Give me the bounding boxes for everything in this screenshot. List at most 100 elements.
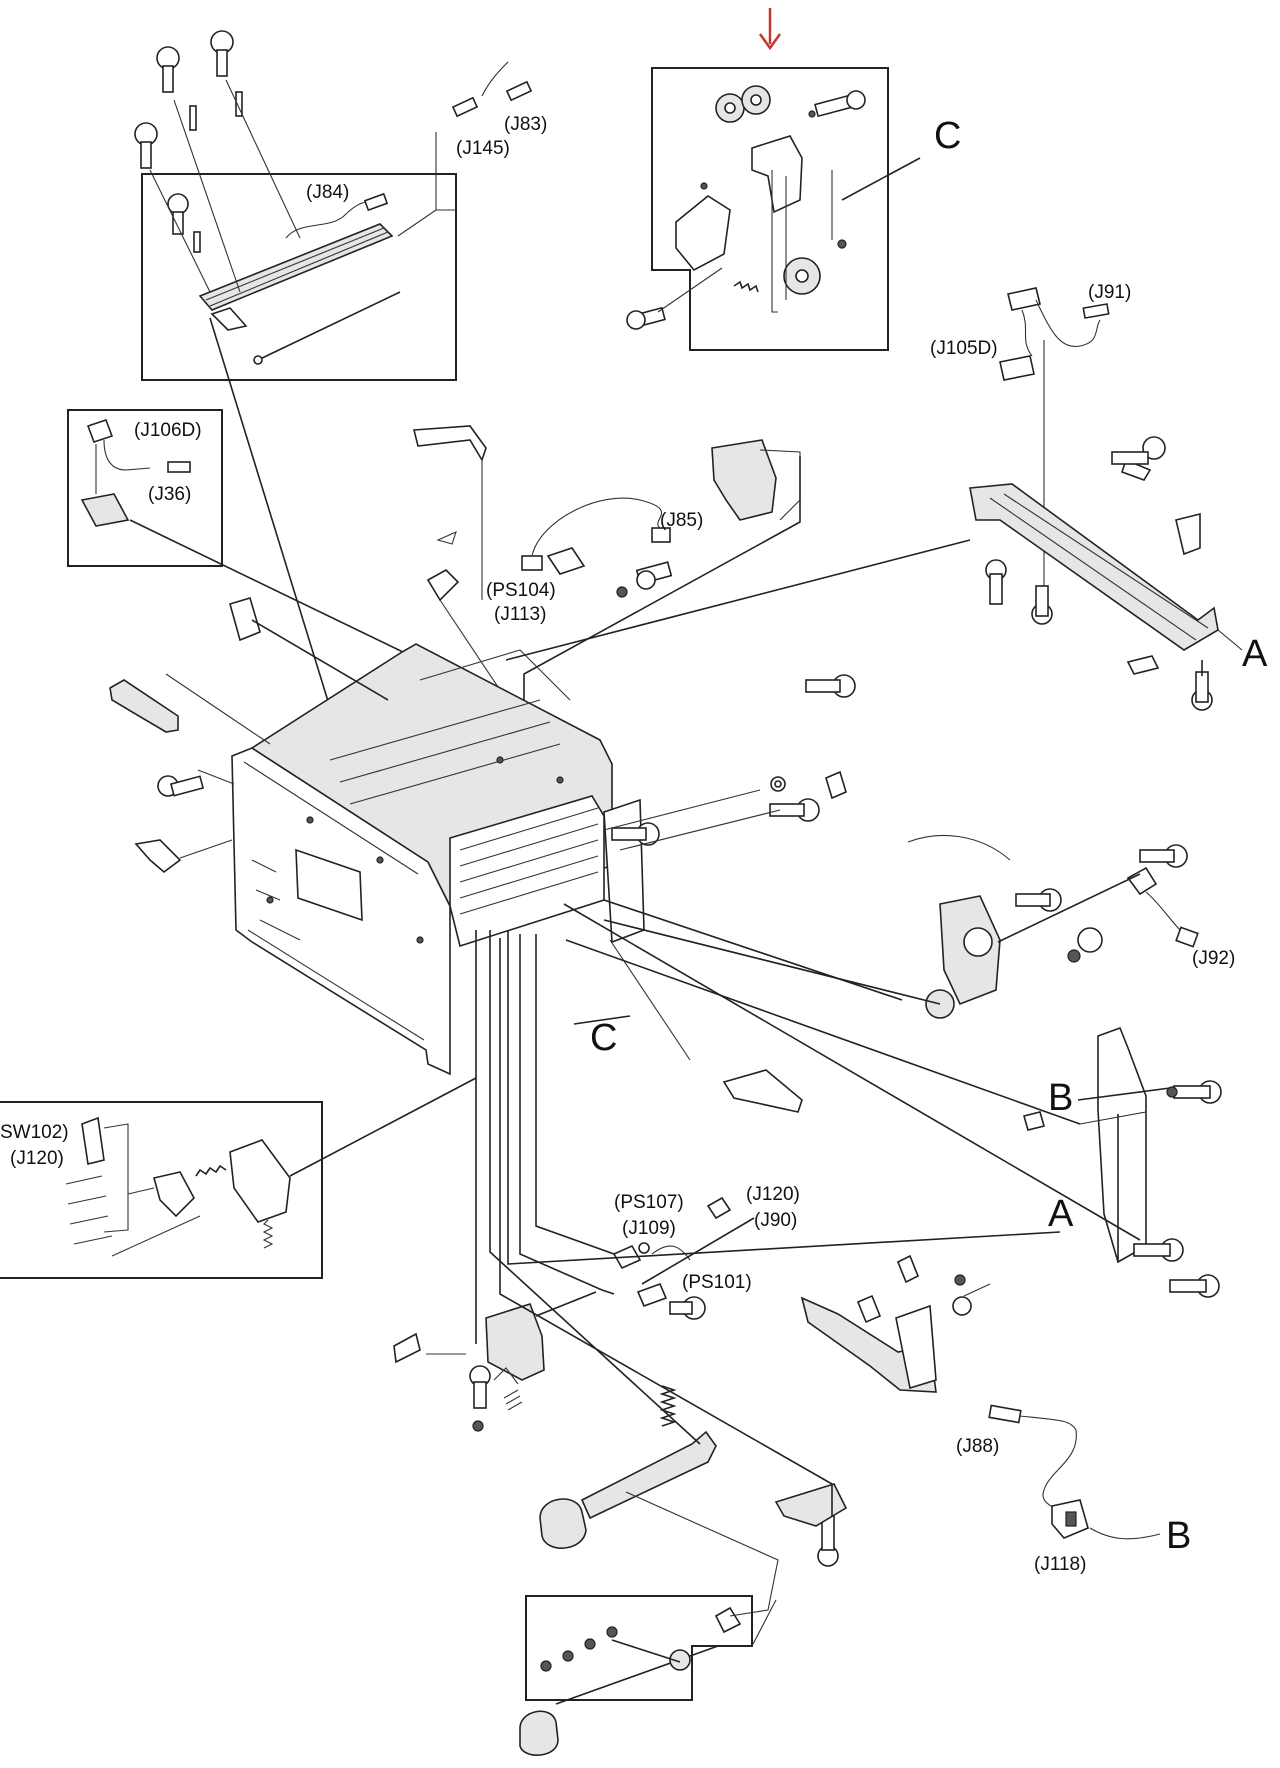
sensor-icon	[1007, 287, 1041, 311]
sensor-icon	[999, 355, 1035, 381]
label-j36: (J36)	[148, 484, 191, 505]
label-j120-left: (J120)	[10, 1148, 64, 1169]
cable-icon	[65, 1175, 113, 1245]
label-j91: (J91)	[1088, 282, 1131, 303]
screw-icon	[635, 561, 673, 590]
right-side-rail-group	[505, 436, 1243, 711]
motor-housing	[711, 439, 777, 521]
sensor-icon	[636, 1282, 668, 1308]
gear-assembly-group	[626, 67, 921, 351]
screw-icon	[626, 90, 866, 330]
left-loose-parts	[109, 597, 389, 874]
pressure-roller-bar	[198, 223, 401, 365]
connector-icon	[521, 555, 543, 571]
screw-icon	[985, 436, 1213, 711]
latch-icon	[134, 839, 182, 874]
label-j105d: (J105D)	[930, 338, 998, 359]
gear-icon	[715, 85, 821, 295]
lift-plate	[774, 1483, 848, 1527]
inset-box-j106d	[67, 409, 223, 567]
connector-icon	[1082, 303, 1110, 319]
letter-b-mid: B	[1048, 1077, 1073, 1119]
spring-icon	[195, 1164, 227, 1177]
label-j118: (J118)	[1034, 1554, 1086, 1575]
connector-icon	[988, 1404, 1022, 1424]
inset-box-sw102	[0, 1101, 323, 1279]
letter-c-top: C	[934, 115, 961, 157]
sensor-board	[80, 493, 130, 527]
sensor-icon	[706, 1196, 732, 1220]
sensor-j91-group	[999, 287, 1110, 612]
spring-icon	[503, 1389, 523, 1411]
label-j92: (J92)	[1192, 948, 1235, 969]
inset-box-c	[651, 67, 889, 351]
gear-icon	[669, 1649, 691, 1671]
connector-icon	[505, 80, 533, 102]
label-j88: (J88)	[956, 1436, 999, 1457]
reference-letters: C C A A B B	[590, 115, 1268, 1557]
connector-icon	[651, 527, 671, 543]
label-j84: (J84)	[306, 182, 349, 203]
letter-a-right: A	[1242, 633, 1268, 675]
screw-icon	[157, 775, 205, 797]
reference-leaders	[573, 1015, 1171, 1101]
bracket-plate	[675, 110, 847, 272]
switch-icon	[81, 1116, 105, 1165]
pickup-frame	[485, 1303, 545, 1381]
letter-b-bottom: B	[1166, 1515, 1191, 1557]
bracket-icon	[229, 597, 261, 642]
sensor-ps107-group	[507, 930, 1061, 1320]
switch-sw102-group	[0, 1077, 477, 1279]
pickup-assembly	[393, 930, 848, 1756]
label-j145: (J145)	[456, 138, 510, 159]
label-j113: (J113)	[494, 604, 546, 625]
pickup-shaft	[580, 1430, 717, 1520]
screw-icon	[469, 1365, 839, 1567]
right-middle-parts	[603, 674, 1199, 1061]
callout-arrow	[758, 8, 782, 51]
right-lower-bracket	[563, 903, 1222, 1298]
screw-icon	[611, 674, 1188, 912]
feed-roller	[519, 1710, 559, 1756]
label-j85: (J85)	[660, 510, 703, 531]
inset-box-roller	[525, 1595, 753, 1701]
sensor-icon	[546, 547, 586, 575]
label-j83: (J83)	[504, 114, 547, 135]
screw-icon	[669, 1296, 706, 1320]
spring-icon	[659, 1385, 677, 1427]
rail-frame	[969, 483, 1219, 651]
label-j106d: (J106D)	[134, 420, 202, 441]
sensor-j106d-group	[67, 409, 437, 669]
letter-c-mid: C	[590, 1017, 617, 1059]
label-j90: (J90)	[754, 1210, 797, 1231]
sensor-ps104-group	[412, 425, 801, 800]
sensor-icon	[86, 418, 114, 444]
label-j109: (J109)	[622, 1218, 676, 1239]
connector-icon	[1175, 926, 1199, 948]
fuser-assembly-group	[134, 30, 533, 793]
screw-icon	[134, 30, 234, 235]
spring-icon	[733, 280, 759, 293]
separation-pad-group	[800, 1254, 991, 1393]
label-ps101: (PS101)	[682, 1272, 752, 1293]
pin-icon	[189, 91, 243, 253]
label-sw102: SW102)	[0, 1122, 69, 1143]
connector-icon	[167, 461, 191, 473]
letter-a-mid: A	[1048, 1193, 1074, 1235]
pickup-roller	[539, 1498, 587, 1549]
inset-box-j84	[141, 173, 457, 381]
screw-icon	[1133, 1080, 1222, 1298]
connector-icon	[451, 96, 479, 118]
connector-labels: (J83) (J145) (J84) (J91) (J105D) (J106D)…	[0, 114, 1235, 1575]
mounting-plate	[1097, 1026, 1147, 1264]
guide-rail	[109, 679, 179, 733]
sensor-icon	[1126, 866, 1158, 896]
label-ps104: (PS104)	[486, 580, 556, 601]
label-ps107: (PS107)	[614, 1192, 684, 1213]
main-chassis	[231, 643, 645, 1076]
connector-icon	[363, 192, 389, 212]
label-j120-right: (J120)	[746, 1184, 800, 1205]
connector-j88-group	[988, 1404, 1161, 1540]
pickup-guide	[800, 1296, 937, 1393]
